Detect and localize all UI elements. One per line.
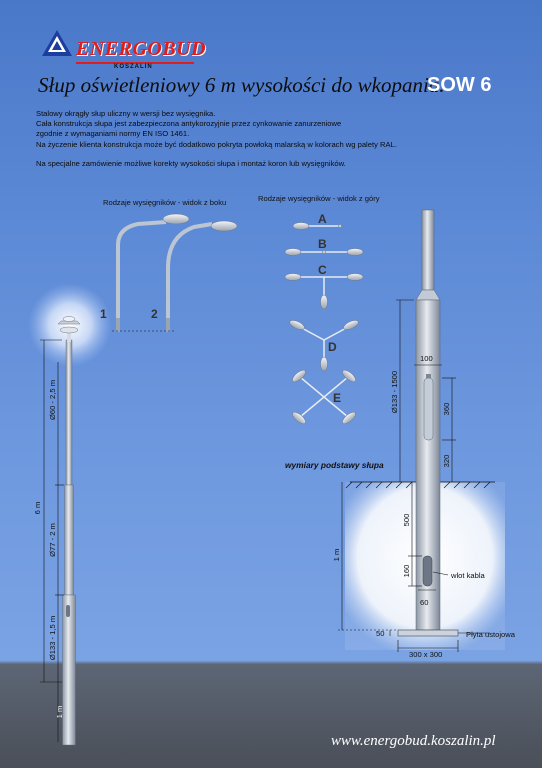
brand-name: ENERGOBUD bbox=[76, 38, 207, 60]
description-line: Na życzenie klienta konstrukcja może być… bbox=[36, 139, 397, 149]
plate-size: 300 x 300 bbox=[409, 650, 442, 659]
top-arm-b bbox=[284, 248, 364, 256]
description-line: zgodnie z wymaganiami normy EN ISO 1461. bbox=[36, 129, 190, 139]
page-title: Słup oświetleniowy 6 m wysokości do wkop… bbox=[38, 73, 445, 97]
top-arm-a bbox=[292, 222, 342, 230]
dim-500: 500 bbox=[402, 514, 411, 527]
top-arm-e bbox=[292, 369, 356, 425]
dim-160: 160 bbox=[402, 565, 411, 578]
dim-diameter: Ø133 - 1500 bbox=[390, 371, 399, 413]
dim-1m-base: 1 m bbox=[332, 549, 341, 562]
dim-50: 50 bbox=[376, 629, 384, 638]
side-arm-2 bbox=[166, 220, 238, 332]
top-arm-c bbox=[284, 273, 364, 310]
full-pole bbox=[57, 316, 81, 746]
dim-total-height: 6 m bbox=[33, 502, 42, 515]
base-heading: wymiary podstawy słupa bbox=[285, 460, 384, 470]
cable-inlet-label: wlot kabla bbox=[450, 571, 486, 580]
side-arm-label-1: 1 bbox=[100, 307, 107, 321]
product-code: SOW 6 bbox=[427, 74, 492, 96]
logo: ENERGOBUD KOSZALIN bbox=[42, 28, 206, 70]
top-arm-label-b: B bbox=[318, 237, 327, 251]
dim-320: 320 bbox=[442, 455, 451, 468]
brand-subtitle: KOSZALIN bbox=[114, 64, 153, 70]
logo-mark-icon bbox=[42, 30, 72, 56]
description-line: Cała konstrukcja słupa jest zabezpieczon… bbox=[36, 119, 342, 129]
dim-seg-bottom: Ø133 - 1,5 m bbox=[48, 616, 57, 660]
top-arm-d bbox=[289, 320, 359, 372]
description-note: Na specjalne zamówienie możliwe korekty … bbox=[36, 158, 346, 168]
description: Stalowy okrągły słup uliczny w wersji be… bbox=[36, 109, 506, 169]
website-url: www.energobud.koszalin.pl bbox=[331, 733, 496, 749]
dim-100: 100 bbox=[420, 354, 433, 363]
top-arm-heading: Rodzaje wysięgników - widok z góry bbox=[258, 194, 380, 203]
base-pole bbox=[397, 209, 459, 637]
top-arm-label-c: C bbox=[318, 263, 327, 277]
dim-seg-mid: Ø77 - 2 m bbox=[48, 523, 57, 557]
side-arm-1 bbox=[116, 213, 190, 332]
side-arm-heading: Rodzaje wysięgników - widok z boku bbox=[103, 198, 226, 207]
top-arm-label-e: E bbox=[333, 391, 341, 405]
description-line: Stalowy okrągły słup uliczny w wersji be… bbox=[36, 109, 216, 118]
dim-buried: 1 m bbox=[55, 706, 64, 719]
top-arm-label-a: A bbox=[318, 212, 327, 226]
dim-60: 60 bbox=[420, 598, 428, 607]
dim-seg-top: Ø60 - 2,5 m bbox=[48, 380, 57, 420]
top-arm-label-d: D bbox=[328, 340, 337, 354]
side-arm-label-2: 2 bbox=[151, 307, 158, 321]
dim-360: 360 bbox=[442, 403, 451, 416]
plate-label: Płyta ustojowa bbox=[466, 630, 516, 639]
